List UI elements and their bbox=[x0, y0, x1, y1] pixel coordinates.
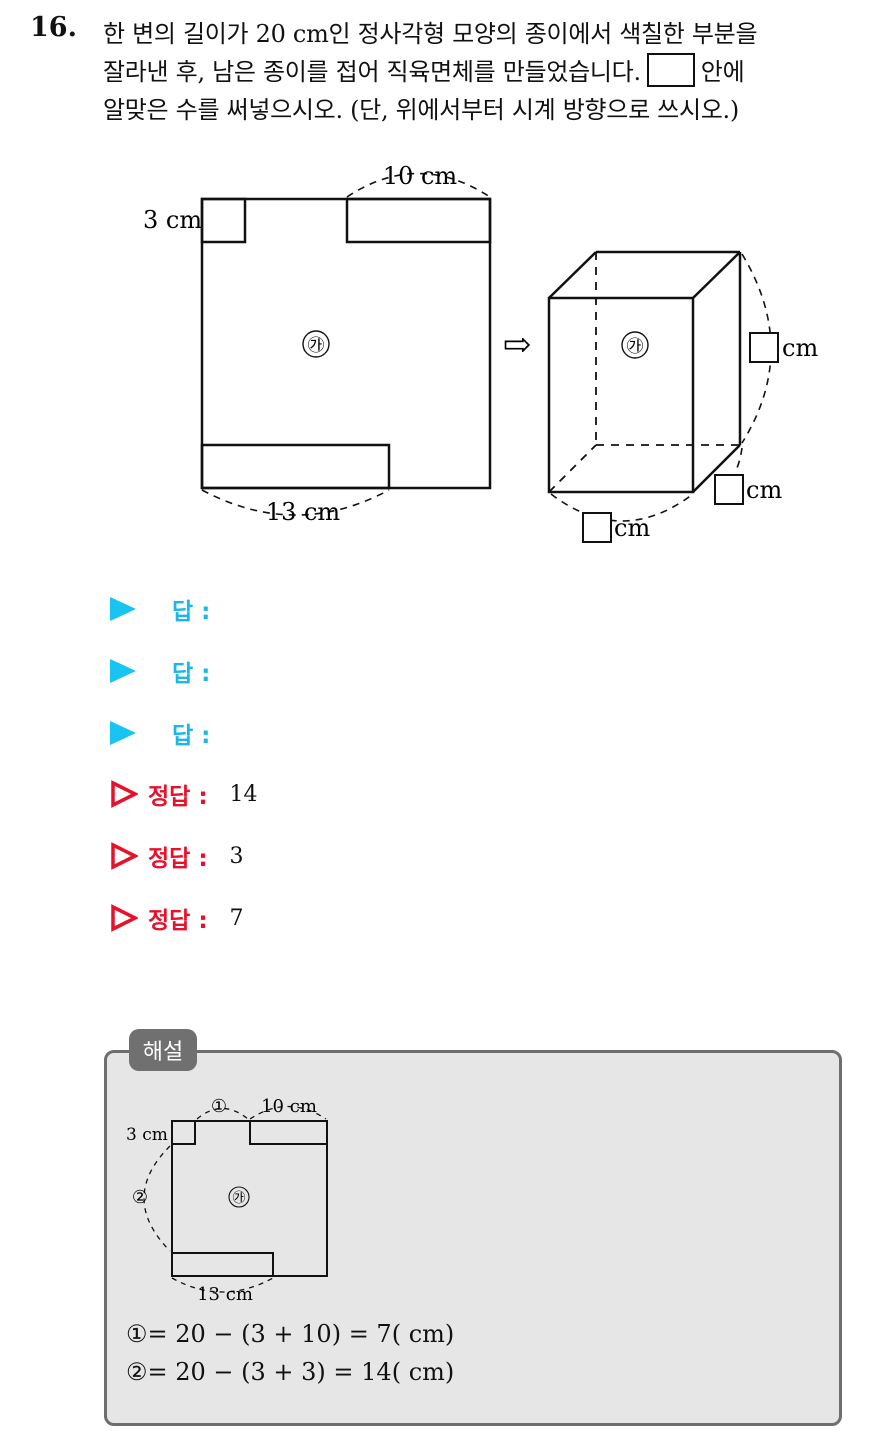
correct-answer-row-3: 정답 : 7 bbox=[110, 901, 244, 935]
question-line-2: 잘라낸 후, 남은 종이를 접어 직육면체를 만들었습니다. 안에 bbox=[103, 52, 745, 87]
blank-width-box bbox=[582, 512, 612, 543]
cube-face-label: ㉮ bbox=[627, 337, 644, 357]
label-3cm: 3 cm bbox=[143, 206, 202, 234]
correct-label: 정답 : bbox=[148, 846, 208, 872]
correct-value-3: 7 bbox=[229, 905, 244, 931]
dim-arc-bottom bbox=[201, 489, 390, 516]
sol-cutout-top-right bbox=[249, 1120, 328, 1145]
solution-box bbox=[104, 1050, 842, 1426]
blank-box-icon bbox=[646, 53, 695, 87]
red-outline-triangle-icon bbox=[111, 780, 138, 808]
dim-arc-width bbox=[550, 493, 694, 522]
solution-line-1: ①= 20 − (3 + 10) = 7( cm) bbox=[126, 1320, 455, 1348]
net-square bbox=[200, 197, 492, 490]
blank-depth-box bbox=[714, 474, 744, 505]
sol-cutout-top-left bbox=[171, 1120, 196, 1145]
cutout-bottom-left bbox=[200, 443, 391, 490]
unit-depth: cm bbox=[746, 476, 782, 504]
sol-circle-2: ② bbox=[132, 1187, 148, 1208]
question-line-1: 한 변의 길이가 20 cm인 정사각형 모양의 종이에서 색칠한 부분을 bbox=[103, 20, 758, 48]
cyan-triangle-icon bbox=[110, 721, 136, 745]
correct-label: 정답 : bbox=[148, 908, 208, 934]
cutout-top-right bbox=[345, 197, 492, 244]
correct-answer-row-1: 정답 : 14 bbox=[110, 777, 258, 811]
sol-label-13cm: 13 cm bbox=[197, 1284, 253, 1305]
red-outline-triangle-icon bbox=[111, 904, 138, 932]
sol-arc-top bbox=[249, 1105, 327, 1120]
sol-arc-2 bbox=[143, 1145, 171, 1252]
dim-arc-height bbox=[741, 253, 772, 444]
sol-label-3cm: 3 cm bbox=[126, 1125, 168, 1145]
question-line-2-text: 잘라낸 후, 남은 종이를 접어 직육면체를 만들었습니다. bbox=[103, 58, 641, 86]
face-label-circle bbox=[302, 330, 330, 358]
sol-cutout-bottom-left bbox=[171, 1252, 274, 1277]
answer-label: 답 : bbox=[172, 599, 211, 625]
question-number: 16. bbox=[30, 12, 77, 43]
answer-input-row-3[interactable]: 답 : bbox=[110, 716, 234, 750]
cyan-triangle-icon bbox=[110, 597, 136, 621]
unit-height: cm bbox=[782, 334, 818, 362]
unit-width: cm bbox=[614, 514, 650, 542]
red-outline-triangle-icon bbox=[111, 842, 138, 870]
cuboid-hidden-edges bbox=[548, 252, 740, 493]
answer-input-row-2[interactable]: 답 : bbox=[110, 654, 234, 688]
question-line-3: 알맞은 수를 써넣으시오. (단, 위에서부터 시계 방향으로 쓰시오.) bbox=[103, 96, 739, 124]
cuboid bbox=[547, 250, 742, 494]
sol-face-label: ㉮ bbox=[232, 1191, 245, 1206]
cyan-triangle-icon bbox=[110, 659, 136, 683]
answer-input-row-1[interactable]: 답 : bbox=[110, 592, 234, 626]
solution-line-2: ②= 20 − (3 + 3) = 14( cm) bbox=[126, 1358, 455, 1386]
dim-arc-depth bbox=[735, 447, 743, 471]
sol-arc-bottom bbox=[171, 1277, 274, 1293]
cube-face-label-circle bbox=[621, 331, 649, 359]
label-10cm: 10 cm bbox=[383, 162, 458, 190]
sol-label-10cm: 10 cm bbox=[261, 1096, 317, 1117]
cutout-top-left bbox=[200, 197, 247, 244]
arrow-icon: ⇨ bbox=[503, 325, 532, 365]
solution-figure: ① 10 cm 3 cm ② ㉮ 13 cm bbox=[126, 1096, 328, 1305]
correct-answer-row-2: 정답 : 3 bbox=[110, 839, 244, 873]
correct-value-1: 14 bbox=[229, 781, 258, 807]
cuboid-front bbox=[547, 296, 695, 494]
answer-label: 답 : bbox=[172, 723, 211, 749]
question-line-2-end: 안에 bbox=[700, 58, 745, 86]
solution-tab: 해설 bbox=[129, 1029, 197, 1071]
correct-label: 정답 : bbox=[148, 784, 208, 810]
blank-height-box bbox=[749, 332, 779, 363]
answer-label: 답 : bbox=[172, 661, 211, 687]
correct-value-2: 3 bbox=[229, 843, 244, 869]
sol-arc-1 bbox=[196, 1107, 249, 1120]
dim-arc-top bbox=[346, 172, 491, 198]
main-figure: 10 cm 3 cm 13 cm ㉮ ⇨ ㉮ cm cm cm bbox=[143, 162, 818, 543]
label-13cm: 13 cm bbox=[266, 498, 341, 526]
sol-circle-1: ① bbox=[211, 1096, 227, 1117]
face-label: ㉮ bbox=[308, 336, 325, 356]
sol-face-circle bbox=[228, 1186, 250, 1208]
